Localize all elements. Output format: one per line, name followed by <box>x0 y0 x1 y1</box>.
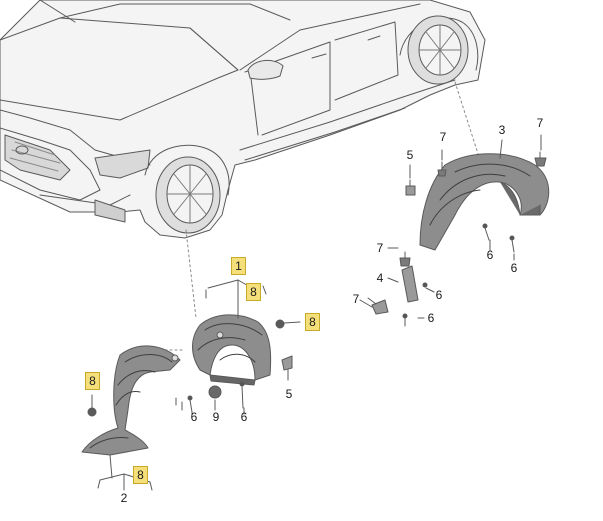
wheel-liner-part-3 <box>420 154 549 250</box>
callout-6: 6 <box>190 410 198 424</box>
leader-ticks <box>192 135 541 414</box>
callout-8: 8 <box>305 313 320 331</box>
callout-8: 8 <box>133 466 148 484</box>
wheel-liner-part-1 <box>193 315 271 385</box>
callout-8: 8 <box>246 283 261 301</box>
callout-4: 4 <box>376 271 384 285</box>
fasteners-part-3 <box>360 152 546 326</box>
callout-1: 1 <box>231 257 246 275</box>
callout-6: 6 <box>510 261 518 275</box>
car-illustration <box>0 0 485 238</box>
callout-7: 7 <box>352 292 360 306</box>
callout-7: 7 <box>376 241 384 255</box>
callout-2: 2 <box>120 491 128 505</box>
callout-5: 5 <box>406 148 414 162</box>
callout-6: 6 <box>240 410 248 424</box>
callout-9: 9 <box>212 410 220 424</box>
fasteners-part-1 <box>209 320 300 410</box>
wheel-liner-part-2 <box>82 346 180 455</box>
callout-3: 3 <box>498 123 506 137</box>
callout-8: 8 <box>85 372 100 390</box>
callout-6: 6 <box>435 288 443 302</box>
fasteners-part-2 <box>88 395 192 416</box>
callout-6: 6 <box>427 311 435 325</box>
callout-6: 6 <box>486 248 494 262</box>
callout-5: 5 <box>285 387 293 401</box>
callout-7: 7 <box>536 116 544 130</box>
callout-7: 7 <box>439 130 447 144</box>
